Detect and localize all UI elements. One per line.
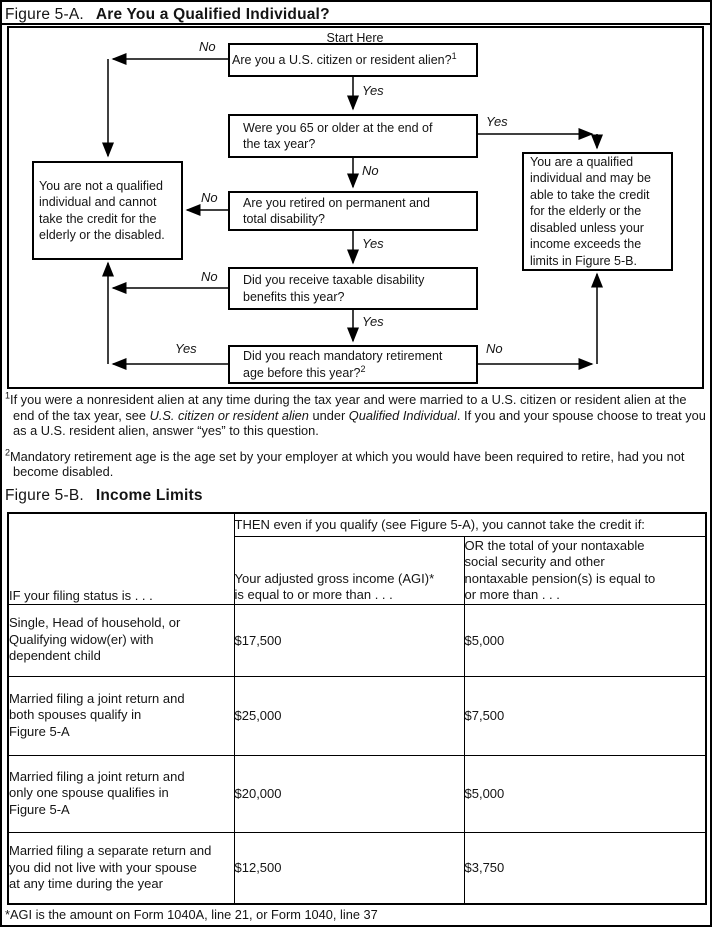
edge-label-q5-no: No [486, 341, 503, 356]
then-qualify-header: THEN even if you qualify (see Figure 5-A… [233, 512, 707, 537]
footnote-1: 1If you were a nonresident alien at any … [5, 390, 706, 438]
agi-limit-cell: $20,000 [233, 754, 465, 833]
table-header-row-then: IF your filing status is . . . THEN even… [7, 512, 707, 605]
table-row: Married filing a joint return and both s… [7, 675, 707, 756]
agi-definition-footnote: *AGI is the amount on Form 1040A, line 2… [5, 907, 378, 922]
edge-label-q2-no: No [362, 163, 379, 178]
table-row: Married filing a separate return and you… [7, 831, 707, 905]
edge-label-q4-yes: Yes [362, 314, 384, 329]
flow-box-citizen-text: Are you a U.S. citizen or resident alien… [232, 50, 457, 67]
filing-status-header: IF your filing status is . . . [7, 512, 235, 605]
flow-box-retirement-age-question: Did you reach mandatory retirement age b… [228, 345, 478, 384]
edge-label-q1-no: No [199, 39, 216, 54]
qualified-individual-flowchart: Start Here Are you a U.S. citizen or res… [7, 26, 704, 389]
figure-5b-label: Figure 5-B. [5, 487, 84, 504]
start-here-label: Start Here [326, 31, 384, 45]
figure-5b-title: Figure 5-B. Income Limits [5, 487, 203, 505]
filing-status-cell: Married filing a joint return and only o… [7, 754, 235, 833]
flow-box-citizen-question: Are you a U.S. citizen or resident alien… [228, 43, 478, 77]
figure-5a-title: Figure 5-A. Are You a Qualified Individua… [5, 6, 330, 24]
pension-limit-cell: $7,500 [463, 675, 707, 756]
flow-box-disability-question: Are you retired on permanent and total d… [228, 191, 478, 231]
pension-column-header: OR the total of your nontaxable social s… [463, 535, 707, 605]
pension-limit-cell: $3,750 [463, 831, 707, 905]
flowchart-connectors [102, 53, 603, 370]
flow-box-benefits-question: Did you receive taxable disability benef… [228, 267, 478, 310]
table-row: Single, Head of household, or Qualifying… [7, 603, 707, 677]
edge-label-q1-yes: Yes [362, 83, 384, 98]
flowchart-footnotes: 1If you were a nonresident alien at any … [5, 390, 708, 490]
edge-label-q4-no: No [201, 269, 218, 284]
edge-label-q3-no: No [201, 190, 218, 205]
agi-column-header: Your adjusted gross income (AGI)* is equ… [233, 535, 465, 605]
flow-box-age-question: Were you 65 or older at the end of the t… [228, 114, 478, 158]
title-divider [2, 23, 710, 25]
outcome-qualified-box: You are a qualified individual and may b… [522, 152, 673, 271]
figure-5b-heading: Income Limits [95, 487, 203, 504]
agi-limit-cell: $25,000 [233, 675, 465, 756]
figure-5a-label: Figure 5-A. [5, 6, 84, 23]
filing-status-cell: Married filing a joint return and both s… [7, 675, 235, 756]
table-row: Married filing a joint return and only o… [7, 754, 707, 833]
table-header-row-columns: Your adjusted gross income (AGI)* is equ… [8, 535, 707, 605]
filing-status-cell: Single, Head of household, or Qualifying… [7, 603, 235, 677]
edge-label-q2-yes: Yes [486, 114, 508, 129]
pension-limit-cell: $5,000 [463, 603, 707, 677]
flow-box-retirement-age-text: Did you reach mandatory retirement age b… [243, 349, 443, 380]
figure-5a-heading: Are You a Qualified Individual? [95, 6, 330, 23]
outcome-not-qualified-box: You are not a qualified individual and c… [32, 161, 183, 260]
income-limits-table: IF your filing status is . . . THEN even… [7, 512, 708, 905]
pension-limit-cell: $5,000 [463, 754, 707, 833]
filing-status-cell: Married filing a separate return and you… [7, 831, 235, 905]
footnote-2: 2Mandatory retirement age is the age set… [5, 447, 685, 479]
agi-limit-cell: $17,500 [233, 603, 465, 677]
edge-label-q5-yes: Yes [175, 341, 197, 356]
edge-label-q3-yes: Yes [362, 236, 384, 251]
income-limits-table-container: IF your filing status is . . . THEN even… [7, 512, 708, 905]
agi-limit-cell: $12,500 [233, 831, 465, 905]
